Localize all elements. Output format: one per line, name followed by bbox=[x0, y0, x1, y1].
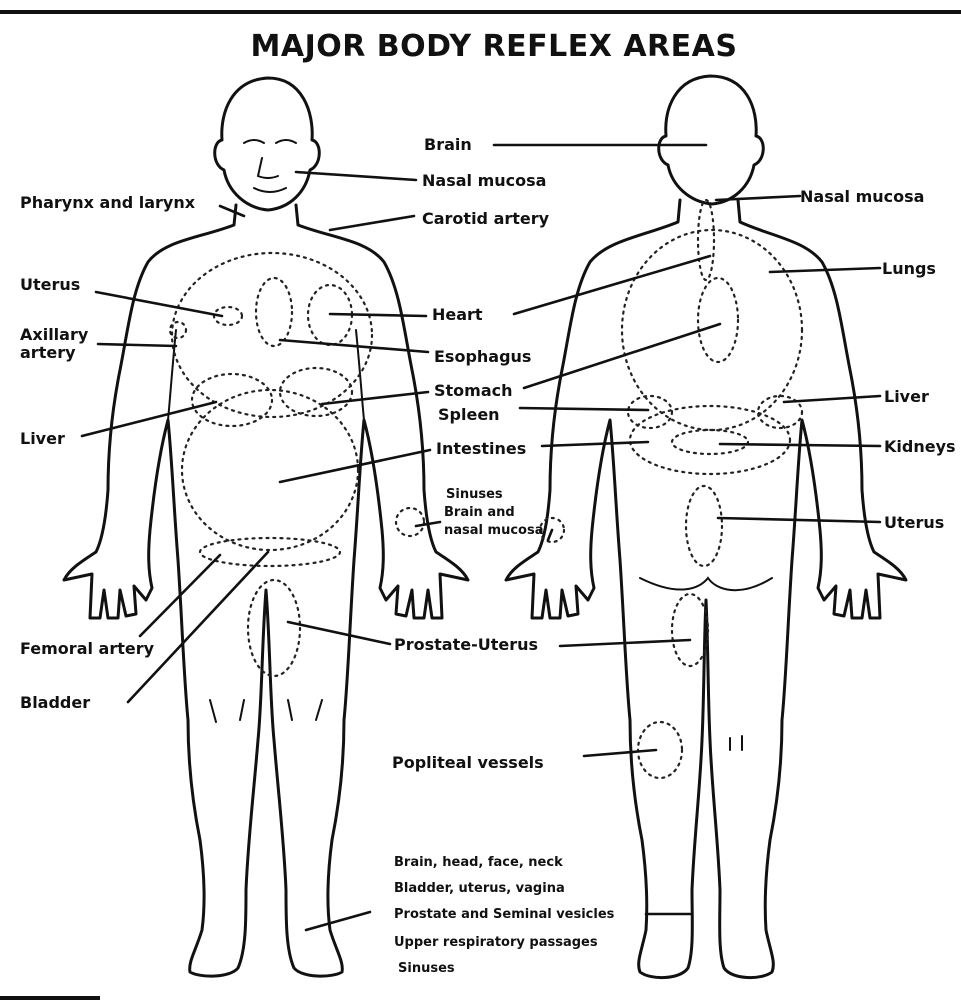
label-pharynx-larynx: Pharynx and larynx bbox=[20, 193, 196, 212]
leader-pharynx bbox=[220, 206, 244, 216]
front-figure bbox=[64, 78, 468, 976]
label-feet-brain-head: Brain, head, face, neck bbox=[394, 855, 563, 870]
label-nasal-mucosa-front: Nasal mucosa bbox=[422, 171, 546, 190]
leader-uterus-left bbox=[96, 292, 222, 316]
label-carotid-artery: Carotid artery bbox=[422, 209, 550, 228]
back-head bbox=[659, 76, 764, 204]
leader-nasal-front bbox=[296, 172, 416, 180]
label-nasal-mucosa-back: Nasal mucosa bbox=[800, 187, 924, 206]
front-face-details bbox=[244, 140, 296, 192]
leader-intestines bbox=[280, 450, 430, 482]
leader-liver-left bbox=[82, 402, 216, 436]
label-brain: Brain bbox=[424, 135, 472, 154]
back-prostate bbox=[672, 594, 708, 666]
leader-intestines-back bbox=[542, 442, 648, 446]
back-buttocks-line bbox=[640, 578, 772, 590]
label-intestines: Intestines bbox=[436, 439, 526, 458]
back-spine-column bbox=[698, 200, 714, 280]
leader-heart-back bbox=[514, 256, 710, 314]
leader-axillary bbox=[98, 344, 176, 346]
label-uterus-left: Uterus bbox=[20, 275, 80, 294]
leader-uterus-right bbox=[718, 518, 880, 522]
label-kidneys: Kidneys bbox=[884, 437, 956, 456]
leader-feet-front bbox=[306, 912, 370, 930]
front-lung-left bbox=[256, 278, 292, 346]
label-bladder: Bladder bbox=[20, 693, 90, 712]
leader-stomach bbox=[322, 392, 428, 404]
back-kidneys bbox=[672, 430, 748, 454]
front-wrist-dot bbox=[396, 508, 424, 536]
leader-femoral bbox=[140, 555, 220, 636]
label-popliteal-vessels: Popliteal vessels bbox=[392, 753, 544, 772]
back-spleen bbox=[628, 396, 672, 428]
label-axillary-line2: artery bbox=[20, 343, 76, 362]
label-lungs: Lungs bbox=[882, 259, 936, 278]
back-lower-back bbox=[630, 406, 790, 474]
back-heart-zone bbox=[698, 278, 738, 362]
front-pelvis bbox=[200, 538, 340, 566]
front-prostate-uterus bbox=[248, 580, 300, 676]
label-sinuses-line3: nasal mucosa bbox=[444, 523, 543, 538]
label-feet-sinuses: Sinuses bbox=[398, 961, 455, 976]
leader-sinuses-back bbox=[548, 530, 552, 540]
label-feet-upper-resp: Upper respiratory passages bbox=[394, 935, 598, 950]
leader-popliteal bbox=[584, 750, 656, 756]
label-sinuses-line2: Brain and bbox=[444, 505, 515, 520]
label-uterus-right: Uterus bbox=[884, 513, 944, 532]
leader-kidneys bbox=[720, 444, 880, 446]
label-liver-left: Liver bbox=[20, 429, 65, 448]
label-feet-bladder: Bladder, uterus, vagina bbox=[394, 881, 565, 896]
leader-heart bbox=[330, 314, 426, 316]
leader-carotid bbox=[330, 216, 414, 230]
front-head bbox=[215, 78, 320, 210]
label-axillary-line1: Axillary bbox=[20, 325, 89, 344]
label-esophagus: Esophagus bbox=[434, 347, 531, 366]
leader-liver-right bbox=[784, 396, 880, 402]
back-body-outline bbox=[506, 200, 906, 978]
leader-prostate-front bbox=[288, 622, 390, 644]
label-heart: Heart bbox=[432, 305, 483, 324]
label-feet-prostate: Prostate and Seminal vesicles bbox=[394, 907, 615, 922]
label-femoral-artery: Femoral artery bbox=[20, 639, 155, 658]
label-liver-right: Liver bbox=[884, 387, 929, 406]
label-prostate-uterus: Prostate-Uterus bbox=[394, 635, 538, 654]
label-spleen: Spleen bbox=[438, 405, 500, 424]
back-uterus bbox=[686, 486, 722, 566]
back-figure bbox=[506, 76, 906, 978]
front-chest-zone bbox=[172, 253, 372, 417]
back-knee-marks bbox=[730, 736, 742, 750]
label-sinuses-line1: Sinuses bbox=[446, 487, 503, 502]
back-lungs-zone bbox=[622, 230, 802, 430]
label-stomach: Stomach bbox=[434, 381, 513, 400]
diagram-title: MAJOR BODY REFLEX AREAS bbox=[251, 29, 738, 64]
labels: Brain Nasal mucosa Pharynx and larynx Ca… bbox=[20, 135, 956, 976]
